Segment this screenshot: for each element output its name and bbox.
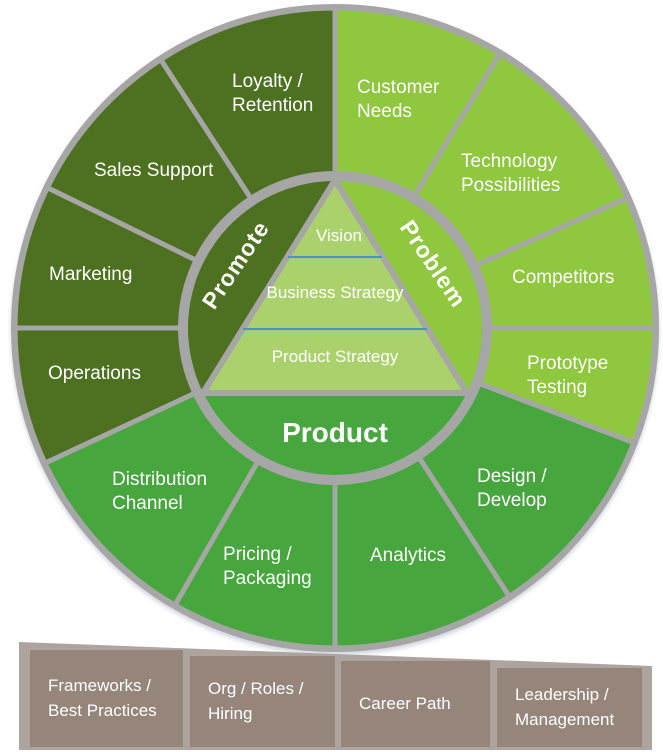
label-sales-support: Sales Support (94, 160, 214, 181)
bar-item-org-roles-hiring: Org / Roles / Hiring (190, 656, 335, 747)
label-analytics: Analytics (370, 545, 447, 566)
label-prototype-testing: Prototype Testing (527, 353, 609, 398)
label-competitors: Competitors (512, 267, 615, 288)
label-vision: Vision (316, 226, 362, 245)
outer-rim (11, 4, 659, 652)
bar-item-frameworks-best-practices: Frameworks / Best Practices (30, 650, 183, 747)
label-distribution-channel: Distribution Channel (112, 469, 208, 514)
strategy-pyramid (200, 177, 470, 396)
inner-ring (178, 171, 492, 485)
bar-item-career-path: Career Path (341, 661, 490, 747)
label-design-develop: Design / Develop (477, 466, 547, 511)
label-operations: Operations (48, 363, 141, 384)
label-business-strategy: Business Strategy (266, 283, 404, 302)
bar-item-label: Leadership / Management (515, 684, 615, 729)
label-customer-needs: Customer Needs (357, 77, 440, 122)
label-loyalty-retention: Loyalty / Retention (232, 71, 314, 116)
bar-item-leadership-management: Leadership / Management (497, 668, 642, 747)
label-technology-possibilities: Technology Possibilities (461, 151, 561, 196)
bar-item-label: Org / Roles / Hiring (208, 678, 304, 723)
bar-item-label: Career Path (359, 693, 451, 713)
label-marketing: Marketing (49, 264, 133, 285)
label-product-strategy: Product Strategy (271, 347, 399, 366)
label-product: Product (282, 417, 388, 448)
bar-item-label: Frameworks / Best Practices (48, 675, 157, 720)
label-pricing-packaging: Pricing / Packaging (223, 544, 312, 589)
